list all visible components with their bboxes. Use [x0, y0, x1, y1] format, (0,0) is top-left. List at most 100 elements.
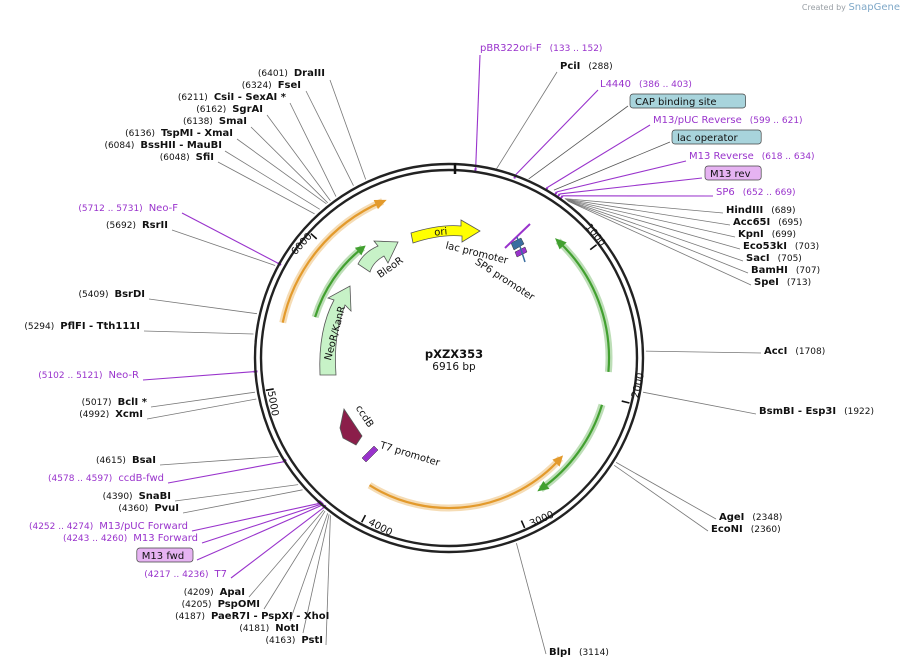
m13-forward-label: M13 Forward(4243 .. 4260) [63, 533, 198, 544]
ccdb-fwd-position: (4578 .. 4597) [48, 474, 112, 484]
sp6-promoter-glyph [514, 246, 528, 258]
xcmi-label: XcmI (4992) [79, 409, 143, 420]
ecoNI-connector [613, 464, 709, 532]
backbone-outer-ring [253, 162, 645, 554]
acc65i-connector [565, 198, 731, 226]
xcmi-name: XcmI [115, 409, 143, 420]
ccdb-fwd-label: ccdB-fwd(4578 .. 4597) [48, 473, 164, 484]
pspomi-connector [263, 510, 326, 610]
m13-puc-fwd-name: M13/pUC Forward [99, 521, 188, 532]
pvui-label: PvuI(4360) [118, 503, 179, 514]
agei-label: AgeI (2348) [719, 512, 782, 523]
sfii-name: SfiI [196, 152, 214, 163]
t7-name: T7 [214, 569, 227, 580]
neo-f-name: Neo-F [149, 203, 179, 214]
cap-name: CAP binding site [635, 97, 717, 108]
eco53ki-name: Eco53kI [743, 241, 787, 252]
neo-f-label: Neo-F (5712 .. 5731) [78, 203, 178, 214]
snabi-connector [174, 484, 299, 502]
drai-label: DraIII (6401) [258, 68, 325, 79]
bcli-position: (5017) [82, 398, 112, 408]
smai-position: (6138) [183, 117, 213, 127]
smai-connector [250, 126, 328, 204]
pbr322ori-f-label: pBR322ori-F(133 .. 152) [480, 43, 602, 54]
saci-position: (705) [778, 254, 802, 264]
neo-f-connector [181, 212, 278, 264]
lac-op-box [671, 129, 762, 145]
pcii-connector [495, 71, 558, 171]
bleor-feature [357, 240, 399, 273]
neo-r-connector [142, 371, 254, 381]
lac-op-connector [553, 141, 671, 191]
neo-r-label: Neo-R(5102 .. 5121) [38, 370, 139, 381]
rsrii-label: RsrII(5692) [106, 220, 168, 231]
lac-op-name: lac operator [677, 133, 738, 144]
csii-name: CsiI - SexAI * [214, 92, 287, 103]
plasmid-backbone [253, 162, 645, 554]
m13-rev-label: M13 rev [704, 165, 762, 181]
ori-label: ori [434, 226, 448, 238]
neo-r-name: Neo-R [109, 370, 140, 381]
spei-position: (713) [787, 278, 811, 288]
orange-feature-bottom [367, 455, 564, 512]
ecoNI-label: EcoNI(2360) [711, 524, 781, 535]
kpni-position: (699) [772, 230, 796, 240]
paer7i-position: (4187) [175, 612, 205, 622]
agei-name: AgeI [719, 512, 744, 523]
tick-mark [310, 232, 318, 240]
tick-label: 1000 [583, 222, 607, 249]
bamhi-connector [567, 200, 749, 274]
m13-reverse-name: M13 Reverse [689, 151, 754, 162]
l4440-connector [515, 89, 599, 176]
sp6-position: (652 .. 669) [743, 188, 796, 198]
saci-label: SacI(705) [746, 253, 802, 264]
sgrai-label: SgrAI(6162) [196, 104, 263, 115]
acc65i-name: Acc65I [733, 217, 770, 228]
pflfi-connector [143, 330, 254, 335]
neo-f-position: (5712 .. 5731) [78, 204, 142, 214]
eco53ki-connector [566, 199, 741, 250]
tspmi-label: TspMI - XmaI(6136) [125, 128, 233, 139]
apai-label: ApaI(4209) [184, 587, 245, 598]
acc65i-position: (695) [778, 218, 802, 228]
bsrdi-label: BsrDI(5409) [79, 289, 145, 300]
pvui-name: PvuI [154, 503, 179, 514]
agei-position: (2348) [752, 513, 782, 523]
l4440-position: (386 .. 403) [639, 80, 692, 90]
tick-mark [265, 388, 274, 392]
tick-mark [520, 520, 526, 529]
apai-position: (4209) [184, 588, 214, 598]
m13-forward-position: (4243 .. 4260) [63, 534, 127, 544]
pspomi-position: (4205) [182, 600, 212, 610]
m13-fwd-connector [196, 505, 321, 561]
noti-name: NotI [275, 623, 299, 634]
ccdb-feature [339, 407, 363, 446]
sgrai-connector [266, 114, 331, 201]
plasmid-length: 6916 bp [432, 361, 476, 373]
kpni-label: KpnI(699) [738, 229, 796, 240]
backbone-inner-ring [259, 168, 639, 548]
xcmi-connector [146, 398, 257, 420]
ori-feature [410, 219, 481, 244]
hindiii-label: HindIII(689) [726, 205, 795, 216]
m13-rev-name: M13 rev [710, 169, 751, 180]
plasmid-name: pXZX353 [425, 347, 483, 361]
m13-puc-fwd-position: (4252 .. 4274) [29, 522, 93, 532]
pbr322ori-f-name: pBR322ori-F [480, 43, 542, 54]
hindiii-name: HindIII [726, 205, 763, 216]
drai-position: (6401) [258, 69, 288, 79]
drai-name: DraIII [294, 68, 325, 79]
acc65i-label: Acc65I (695) [733, 217, 802, 228]
snabi-name: SnaBI [139, 491, 171, 502]
xcmi-position: (4992) [79, 410, 109, 420]
bsshii-name: BssHII - MauBI [140, 140, 222, 151]
tick-label: 3000 [528, 510, 556, 530]
label-connector-lines [142, 54, 762, 655]
t7-promoter-glyph [361, 445, 379, 463]
fsei-name: FseI [278, 80, 301, 91]
snapgene-logo: SnapGene [848, 2, 900, 13]
bsrdi-name: BsrDI [114, 289, 145, 300]
fsei-connector [305, 90, 354, 186]
bamhi-label: BamHI(707) [751, 265, 820, 276]
bsshii-label: BssHII - MauBI(6084) [104, 140, 222, 151]
